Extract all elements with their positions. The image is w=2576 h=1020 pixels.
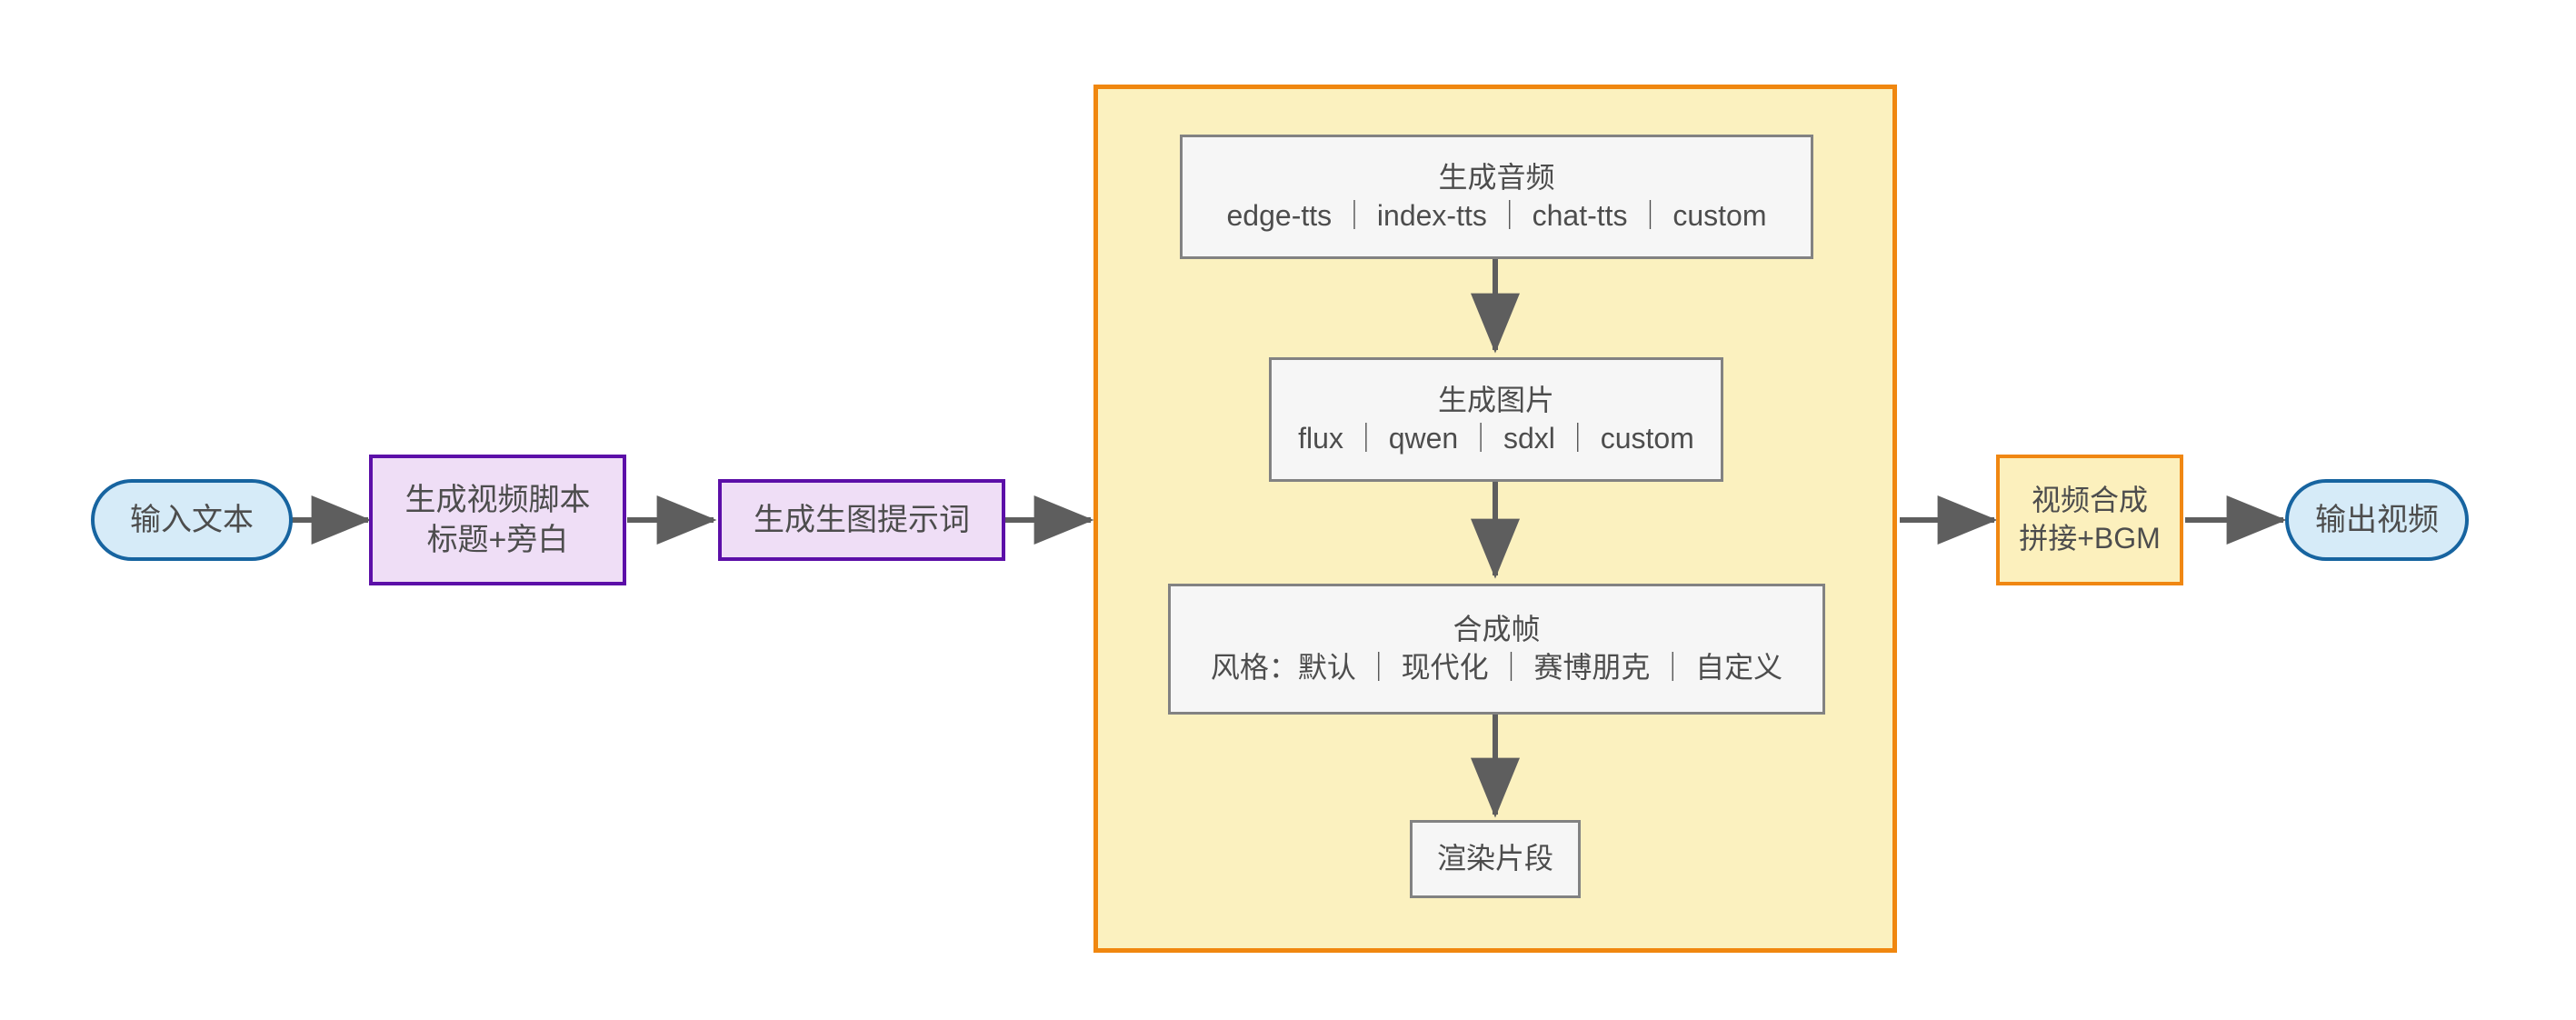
node-compose-frame-title: 合成帧 [1453,613,1541,646]
node-compose-frame-options: 风格：默认 ｜ 现代化 ｜ 赛博朋克 ｜ 自定义 [1210,651,1783,684]
node-generate-prompt[interactable]: 生成生图提示词 [718,479,1005,561]
node-generate-script[interactable]: 生成视频脚本 标题+旁白 [369,455,626,585]
node-output-video-label: 输出视频 [2315,502,2439,537]
node-render-clip[interactable]: 渲染片段 [1410,820,1581,898]
node-compose-frame[interactable]: 合成帧 风格：默认 ｜ 现代化 ｜ 赛博朋克 ｜ 自定义 [1168,584,1825,715]
node-video-merge[interactable]: 视频合成 拼接+BGM [1996,455,2183,585]
node-video-merge-line1: 视频合成 [2031,484,2148,517]
node-generate-audio-title: 生成音频 [1438,160,1555,194]
node-generate-image-options: flux ｜ qwen ｜ sdxl ｜ custom [1298,421,1694,455]
node-input-text-label: 输入文本 [130,502,254,537]
node-generate-script-line2: 标题+旁白 [426,523,569,557]
node-input-text[interactable]: 输入文本 [91,479,293,561]
node-generate-audio-options: edge-tts ｜ index-tts ｜ chat-tts ｜ custom [1226,198,1767,232]
node-generate-image-title: 生成图片 [1437,383,1554,416]
node-generate-script-line1: 生成视频脚本 [404,482,591,517]
node-video-merge-line2: 拼接+BGM [2019,522,2161,555]
node-generate-prompt-label: 生成生图提示词 [754,502,970,537]
node-output-video[interactable]: 输出视频 [2285,479,2469,561]
node-generate-audio[interactable]: 生成音频 edge-tts ｜ index-tts ｜ chat-tts ｜ c… [1180,135,1813,259]
node-generate-image[interactable]: 生成图片 flux ｜ qwen ｜ sdxl ｜ custom [1269,357,1723,482]
node-render-clip-label: 渲染片段 [1436,842,1553,875]
